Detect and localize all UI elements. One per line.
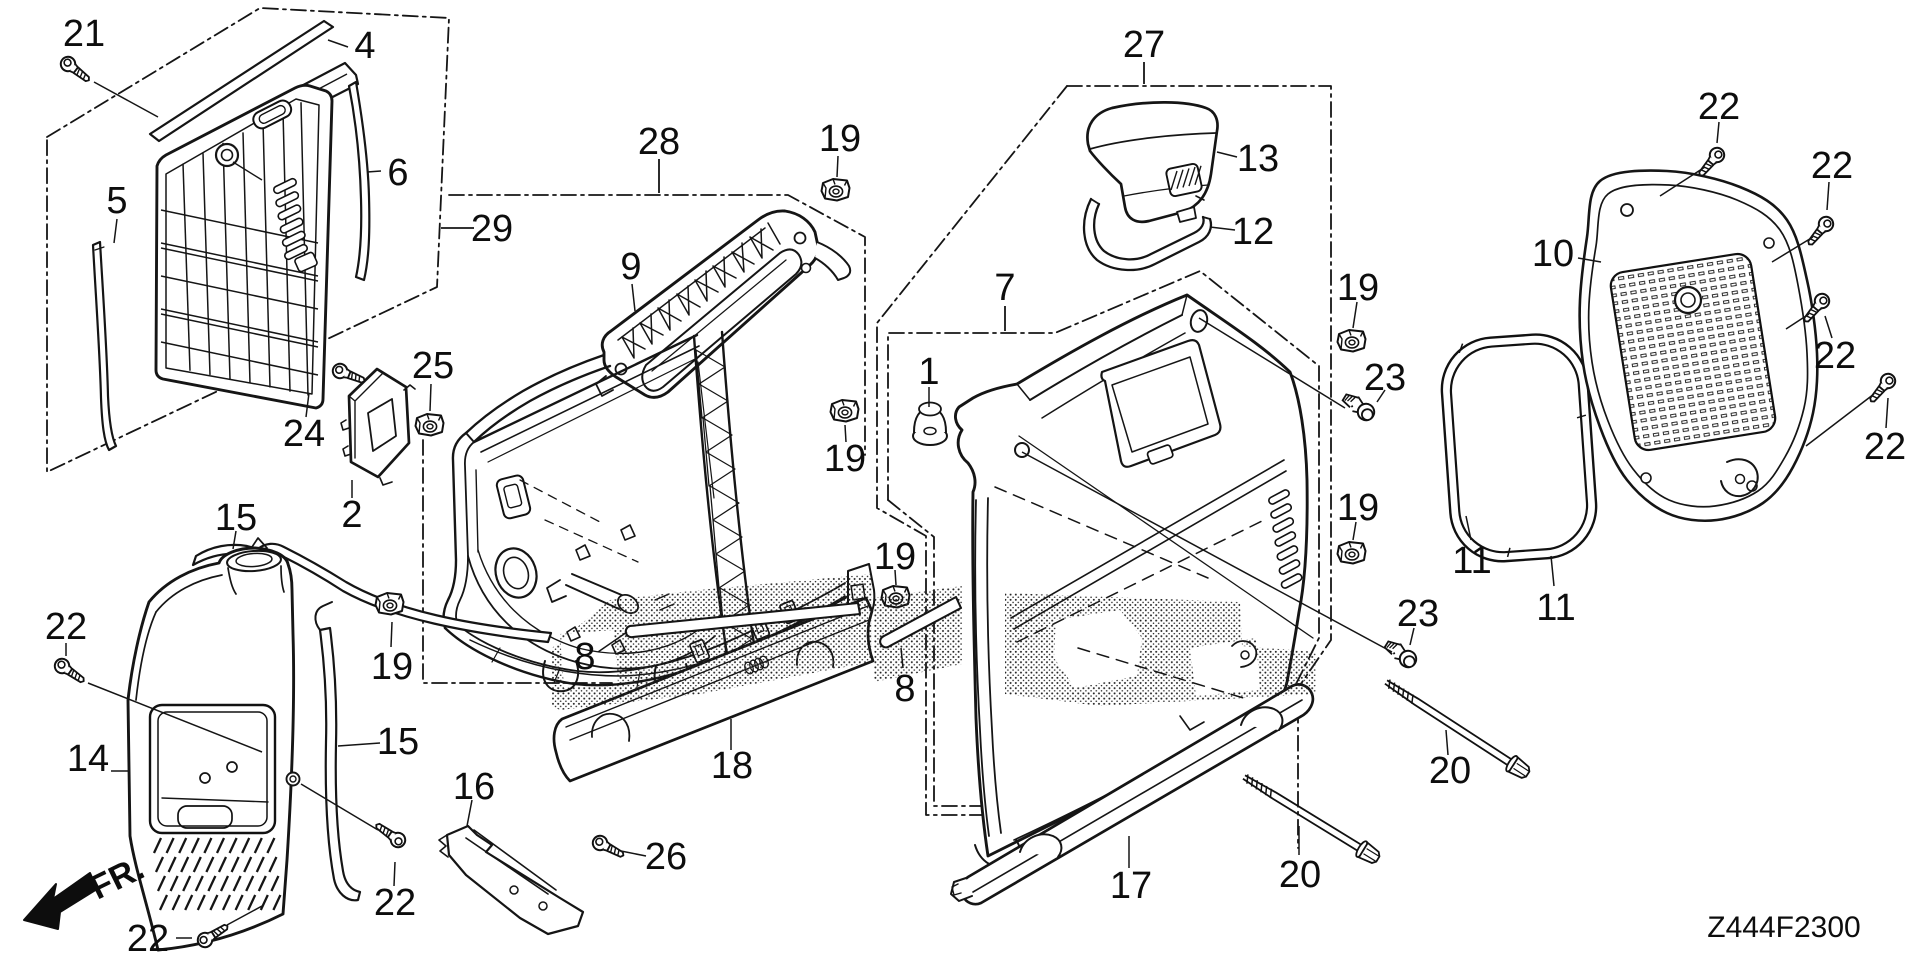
svg-text:Z444F2300: Z444F2300 xyxy=(1707,911,1860,944)
svg-text:5: 5 xyxy=(106,180,127,222)
svg-text:22: 22 xyxy=(1698,86,1740,128)
svg-text:1: 1 xyxy=(918,351,939,393)
svg-text:22: 22 xyxy=(1811,145,1853,187)
svg-text:20: 20 xyxy=(1429,750,1471,792)
svg-text:11: 11 xyxy=(1452,540,1491,582)
svg-text:11: 11 xyxy=(1536,587,1575,629)
svg-text:26: 26 xyxy=(645,836,687,878)
svg-text:21: 21 xyxy=(63,13,105,55)
svg-text:19: 19 xyxy=(824,438,866,480)
svg-text:10: 10 xyxy=(1532,233,1574,275)
svg-text:19: 19 xyxy=(1337,487,1379,529)
svg-text:19: 19 xyxy=(1337,267,1379,309)
svg-text:22: 22 xyxy=(45,606,87,648)
svg-text:12: 12 xyxy=(1232,211,1274,253)
svg-text:19: 19 xyxy=(819,118,861,160)
svg-text:28: 28 xyxy=(638,121,680,163)
svg-text:23: 23 xyxy=(1364,357,1406,399)
svg-text:19: 19 xyxy=(874,536,916,578)
svg-text:2: 2 xyxy=(341,494,362,536)
svg-text:22: 22 xyxy=(127,918,169,960)
svg-text:25: 25 xyxy=(412,345,454,387)
svg-text:19: 19 xyxy=(371,646,413,688)
svg-text:14: 14 xyxy=(67,738,109,780)
svg-text:22: 22 xyxy=(374,882,416,924)
svg-text:20: 20 xyxy=(1279,854,1321,896)
svg-text:9: 9 xyxy=(620,246,641,288)
svg-text:29: 29 xyxy=(471,208,513,250)
svg-text:4: 4 xyxy=(354,25,375,67)
svg-text:8: 8 xyxy=(894,668,915,710)
svg-text:27: 27 xyxy=(1123,24,1165,66)
svg-text:23: 23 xyxy=(1397,593,1439,635)
svg-text:17: 17 xyxy=(1110,865,1152,907)
svg-text:8: 8 xyxy=(574,636,595,678)
svg-text:6: 6 xyxy=(387,152,408,194)
svg-text:7: 7 xyxy=(994,267,1015,309)
svg-text:15: 15 xyxy=(377,721,419,763)
svg-text:16: 16 xyxy=(453,766,495,808)
svg-text:22: 22 xyxy=(1864,426,1906,468)
svg-text:24: 24 xyxy=(283,413,325,455)
svg-text:18: 18 xyxy=(711,745,753,787)
svg-text:13: 13 xyxy=(1237,138,1279,180)
svg-text:22: 22 xyxy=(1814,335,1856,377)
